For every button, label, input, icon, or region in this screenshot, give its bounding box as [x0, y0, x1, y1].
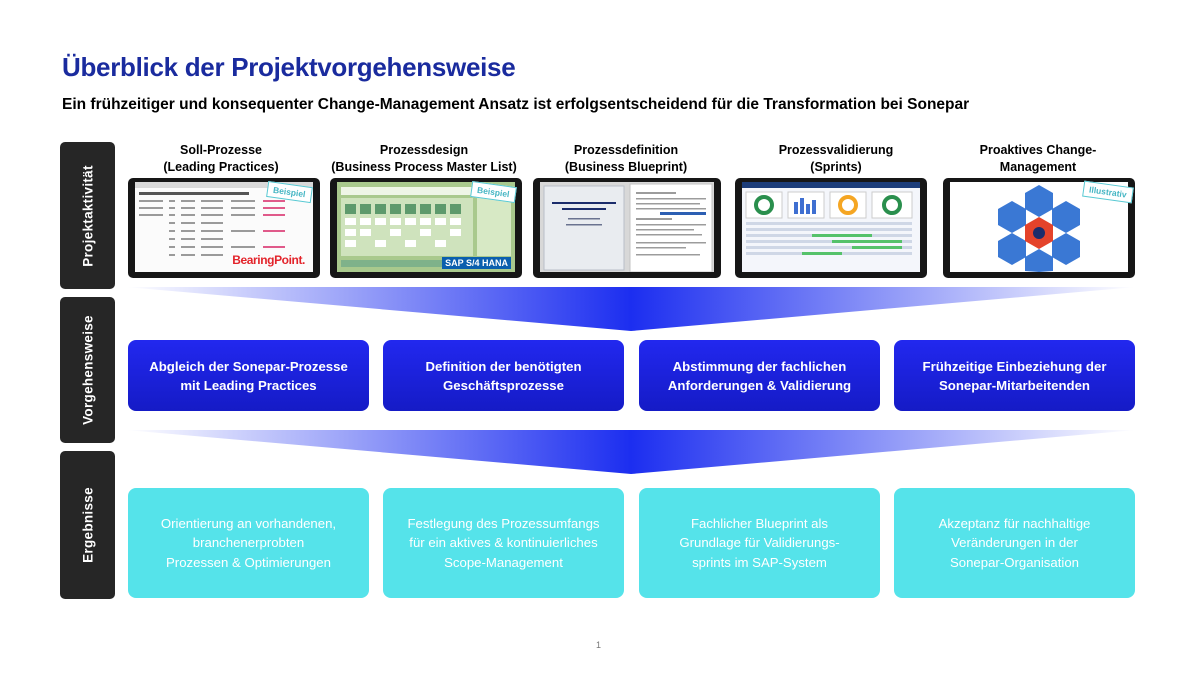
- result-line1: Orientierung an vorhandenen,: [160, 515, 337, 531]
- result-line3: sprints im SAP-System: [692, 554, 827, 570]
- blueprint-thumbnail: [543, 183, 713, 272]
- column-title-line2: (Leading Practices): [163, 160, 279, 174]
- side-label-vorgehensweise: Vorgehensweise: [60, 297, 115, 443]
- approach-line2: Geschäftsprozesse: [443, 377, 564, 393]
- side-label-text: Vorgehensweise: [80, 315, 95, 425]
- screenshot-sprints: [735, 178, 927, 278]
- result-line3: Prozessen & Optimierungen: [166, 554, 331, 570]
- result-line3: Sonepar-Organisation: [949, 554, 1079, 570]
- page-subtitle: Ein frühzeitiger und konsequenter Change…: [62, 96, 970, 113]
- result-line3: Scope-Management: [444, 554, 563, 570]
- screenshot-leading-practices: BearingPoint. Beispiel: [128, 178, 320, 278]
- column-title-line1: Prozessvalidierung: [778, 143, 894, 157]
- page-title: Überblick der Projektvorgehensweise: [62, 52, 516, 82]
- funnel-arrow-1: [126, 287, 1136, 331]
- column-title-line1: Prozessdefinition: [573, 143, 679, 157]
- result-box-orientierung: Orientierung an vorhandenen, branchenerpr…: [128, 488, 369, 598]
- screenshot-blueprint: [533, 178, 721, 278]
- screenshot-screen: [742, 182, 920, 272]
- dashboard-thumbnail: [742, 182, 920, 255]
- column-title: Soll-Prozesse (Leading Practices): [121, 142, 321, 176]
- screenshot-screen: [540, 182, 714, 272]
- screenshot-bpml: SAP S/4 HANA Beispiel: [330, 178, 522, 278]
- result-line2: Grundlage für Validierungs-: [679, 535, 840, 551]
- result-line1: Festlegung des Prozessumfangs: [407, 515, 600, 531]
- sap-s4hana-logo: SAP S/4 HANA: [442, 257, 511, 269]
- column-title-line1: Proaktives Change-: [979, 143, 1097, 157]
- column-title-line2: (Business Blueprint): [564, 160, 688, 174]
- column-title: Prozessvalidierung (Sprints): [736, 142, 936, 176]
- column-title-line2: (Sprints): [810, 160, 862, 174]
- result-line2: Veränderungen in der: [951, 535, 1078, 551]
- approach-line1: Abgleich der Sonepar-Prozesse: [149, 358, 348, 374]
- bearingpoint-logo: BearingPoint.: [232, 253, 305, 267]
- result-line1: Akzeptanz für nachhaltige: [938, 515, 1091, 531]
- approach-line2: Sonepar-Mitarbeitenden: [939, 377, 1090, 393]
- hexagon-diagram-thumbnail: [998, 185, 1080, 272]
- result-line1: Fachlicher Blueprint als: [690, 515, 829, 531]
- screenshot-change-management: Illustrativ: [943, 178, 1135, 278]
- column-title-line1: Prozessdesign: [379, 143, 469, 157]
- page-number: 1: [596, 640, 602, 650]
- approach-line1: Frühzeitige Einbeziehung der: [922, 358, 1107, 374]
- funnel-arrow-2: [126, 430, 1136, 474]
- side-label-text: Projektaktivität: [80, 164, 95, 267]
- column-title: Prozessdefinition (Business Blueprint): [526, 142, 726, 176]
- approach-line1: Definition der benötigten: [425, 358, 582, 374]
- column-title: Proaktives Change- Management: [938, 142, 1138, 176]
- column-title: Prozessdesign (Business Process Master L…: [324, 142, 524, 176]
- result-line2: branchenerprobten: [192, 535, 305, 551]
- approach-line2: Anforderungen & Validierung: [667, 377, 852, 393]
- column-title-line2: Management: [999, 160, 1077, 174]
- side-label-ergebnisse: Ergebnisse: [60, 451, 115, 599]
- process-list-thumbnail: [135, 182, 313, 256]
- result-box-festlegung: Festlegung des Prozessumfangs für ein akt…: [383, 488, 624, 598]
- approach-line2: mit Leading Practices: [180, 377, 317, 393]
- column-title-line1: Soll-Prozesse: [180, 143, 262, 157]
- approach-line1: Abstimmung der fachlichen: [672, 358, 847, 374]
- result-line2: für ein aktives & kontinuierliches: [409, 535, 598, 551]
- side-label-text: Ergebnisse: [80, 487, 95, 563]
- approach-box-abgleich: Abgleich der Sonepar-Prozesse mit Leading…: [128, 340, 369, 411]
- column-title-line2: (Business Process Master List): [331, 160, 517, 174]
- side-label-projektaktivitaet: Projektaktivität: [60, 142, 115, 289]
